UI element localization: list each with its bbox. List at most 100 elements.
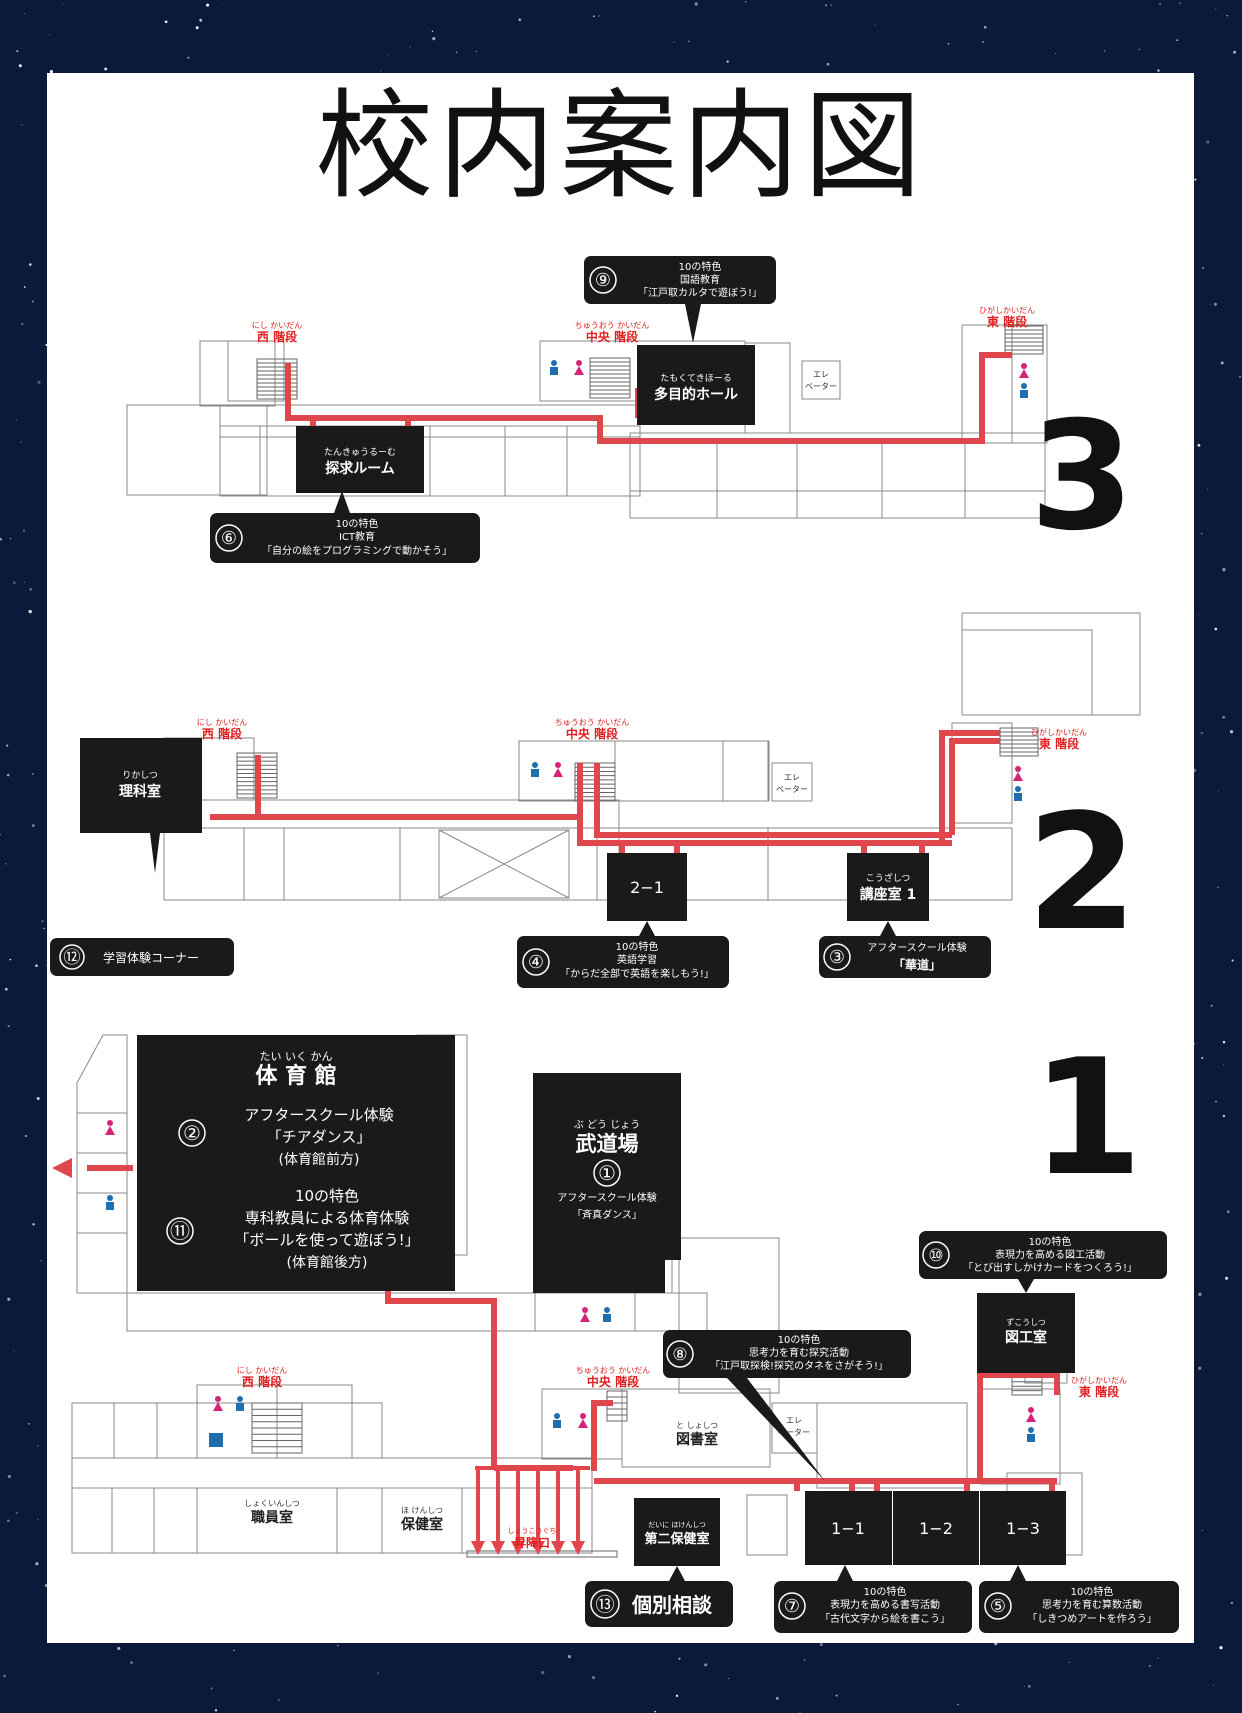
callout-number: ① [598,1161,616,1185]
callout-9[interactable]: ⑨ 10の特色 国語教育 「江戸取カルタで遊ぼう!」 [584,256,776,343]
wall [979,1388,1061,1485]
svg-text:10の特色: 10の特色 [295,1187,359,1205]
room-ruby: たもくてきほーる [660,373,731,384]
room-science[interactable]: りかしつ 理科室 [80,738,202,873]
room-1-2[interactable]: 1−2 [893,1491,979,1565]
route-1f [87,1165,1060,1491]
room-inquiry-room[interactable]: たんきゅうるーむ 探求ルーム [296,426,424,493]
callout-6[interactable]: ⑥ 10の特色 ICT教育 「自分の絵をプログラミングで動かそう」 [210,491,480,563]
star [1054,53,1056,54]
svg-text:表現力を高める書写活動: 表現力を高める書写活動 [830,1598,940,1611]
room-budo-hall[interactable]: ぶ どう じょう 武道場 ① アフタースクール体験 「斉真ダンス」 [533,1073,681,1293]
wall [961,612,1141,716]
star [957,1703,959,1706]
callout-8[interactable]: ⑧ 10の特色 思考力を育む探究活動 「江戸取探検!探究のタネをさがそう!」 [663,1330,911,1481]
star [44,1584,48,1587]
toilet-icons-2f-center [531,762,563,777]
star [1198,1292,1202,1296]
star [1207,562,1208,564]
toilet-icons-1f-east [1026,1407,1036,1442]
star [1104,50,1106,52]
school-map: たもくてきほーる 多目的ホール たんきゅうるーむ 探求ルーム エレ ベーター に… [50,256,1179,1633]
svg-text:ベーター: ベーター [805,382,837,391]
room-multipurpose-hall[interactable]: たもくてきほーる 多目的ホール [637,345,755,425]
room-2-1[interactable]: 2−1 [607,853,687,921]
callout-13[interactable]: ⑬ 個別相談 [585,1566,733,1627]
star [7,1519,10,1523]
callout-number: ④ [528,952,544,973]
star [104,67,108,71]
svg-text:東 階段: 東 階段 [1079,1384,1120,1399]
room-lecture-1[interactable]: こうざしつ 講座室 1 [847,853,929,921]
stair-label-center-2f: ちゅうおう かいだん 中央 階段 [555,718,630,741]
star [947,42,950,45]
room-health-room[interactable]: ほ けんしつ 保健室 [400,1506,443,1533]
star [199,18,203,22]
room-second-health-room[interactable]: だいに ほけんしつ 第二保健室 [634,1498,720,1566]
star [31,300,34,303]
star [1201,1529,1204,1532]
svg-text:ひがしかいだん: ひがしかいだん [979,305,1035,315]
wall [722,740,769,802]
svg-text:ICT教育: ICT教育 [339,530,375,543]
svg-text:中央 階段: 中央 階段 [586,329,639,344]
room-1-3[interactable]: 1−3 [980,1491,1066,1565]
callout-12[interactable]: ⑫ 学習体験コーナー [50,938,234,976]
star [6,744,9,747]
star [45,964,47,966]
wall [596,827,1013,901]
star [1215,1100,1217,1103]
star [62,4,64,6]
star [3,1674,6,1678]
wall [438,829,570,899]
star [15,1512,18,1514]
star [35,1562,39,1566]
room-art-room[interactable]: ずこうしつ 図工室 [977,1293,1075,1373]
elevator-1f: エレ ベーター [778,1416,810,1437]
toilet-icons-1f-gym [105,1120,115,1210]
room-ruby: と しょしつ [676,1421,718,1430]
star [1222,1040,1226,1044]
star [1214,627,1218,631]
room-staff-room[interactable]: しょくいんしつ 職員室 [244,1499,300,1526]
toilet-icons-1f-west [209,1396,244,1447]
star [812,12,814,14]
star [8,331,10,333]
star [21,124,23,126]
star [678,1657,681,1660]
star [41,919,44,923]
female-icon [1015,766,1021,772]
callout-3[interactable]: ③ アフタースクール体験 「華道」 [819,921,991,978]
female-icon [582,1307,588,1313]
svg-text:アフタースクール体験: アフタースクール体験 [867,941,967,954]
room-1-1[interactable]: 1−1 [805,1491,892,1565]
callout-7[interactable]: ⑦ 10の特色 表現力を高める書写活動 「古代文字から絵を書こう」 [774,1565,972,1633]
room-library[interactable]: と しょしつ 図書室 [676,1421,718,1448]
star [518,18,521,21]
arrow-head-icon [531,1541,545,1555]
star [874,24,876,26]
star [1206,140,1210,144]
floor-2 [163,612,1141,901]
male-icon [604,1307,610,1313]
svg-text:ちゅうおう かいだん: ちゅうおう かいだん [575,321,650,330]
room-gymnasium[interactable]: たい いく かん 体 育 館 ② アフタースクール体験 「チアダンス」 (体育館… [137,1035,455,1291]
star [1226,15,1228,17]
star [18,64,22,68]
star [10,538,12,540]
callout-4[interactable]: ④ 10の特色 英語学習 「からだ全部で英語を楽しもう!」 [517,921,729,988]
star [31,824,35,828]
room-ruby: りかしつ [122,770,157,781]
callout-number: ⑬ [595,1594,614,1616]
wall [816,1402,968,1489]
callout-5[interactable]: ⑤ 10の特色 思考力を育む算数活動 「しきつめアートを作ろう」 [979,1565,1179,1633]
room-label: 図工室 [1005,1329,1047,1346]
star [673,41,675,43]
callout-10[interactable]: ⑩ 10の特色 表現力を高める図工活動 「とび出すしかけカードをつくろう!」 [919,1231,1167,1293]
star [803,1659,806,1661]
star [210,1687,213,1690]
star [37,1518,39,1520]
wall [771,762,813,802]
svg-text:「しきつめアートを作ろう」: 「しきつめアートを作ろう」 [1027,1613,1156,1625]
stair-label-east-1f: ひがしかいだん 東 階段 [1071,1375,1127,1399]
